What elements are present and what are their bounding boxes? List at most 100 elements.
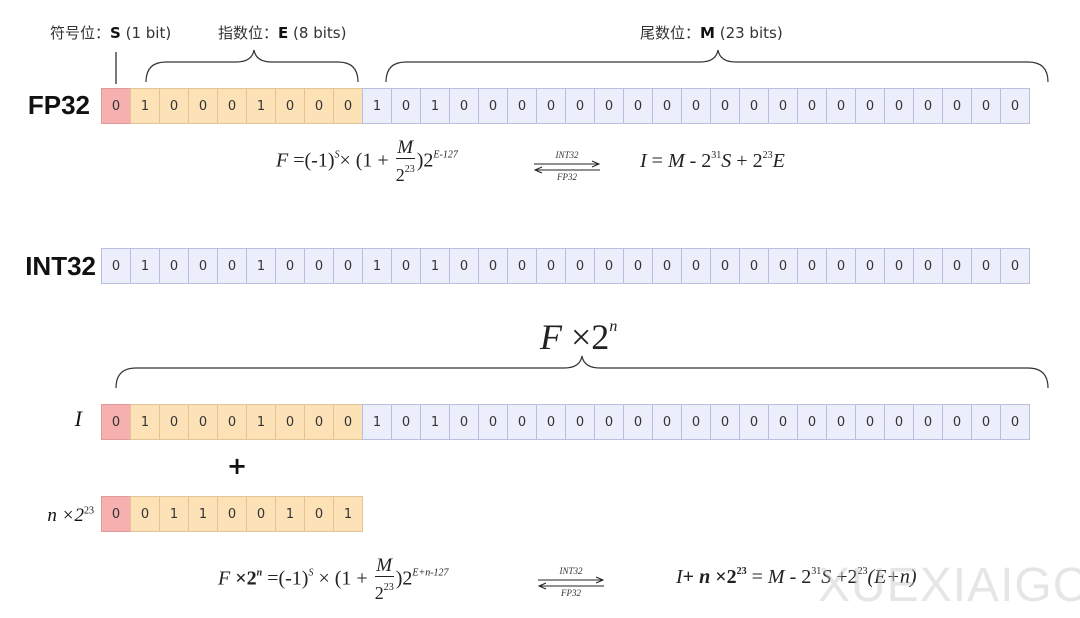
n-bit-0: 0 bbox=[101, 496, 131, 532]
i2-lhs: I bbox=[676, 566, 683, 588]
exponent-field-label: 指数位：E (8 bits) bbox=[218, 22, 346, 43]
i-bit-11: 1 bbox=[420, 404, 450, 440]
i1-sup31: 31 bbox=[711, 150, 722, 161]
i-bit-15: 0 bbox=[536, 404, 566, 440]
int32-label: INT32 bbox=[25, 251, 96, 281]
f2-sup-n: n bbox=[256, 567, 263, 579]
f1-eq: =(-1) bbox=[288, 149, 335, 172]
int32-bit-5: 1 bbox=[246, 248, 276, 284]
n-bit-8: 1 bbox=[333, 496, 363, 532]
n-bit-1: 0 bbox=[130, 496, 160, 532]
fp32-bit-4: 0 bbox=[217, 88, 247, 124]
fp32-bit-16: 0 bbox=[565, 88, 595, 124]
n-bit-2: 1 bbox=[159, 496, 189, 532]
i-bit-29: 0 bbox=[942, 404, 972, 440]
i1-eq: = bbox=[646, 150, 668, 172]
f1-times: × bbox=[339, 149, 351, 172]
int32-bit-26: 0 bbox=[855, 248, 885, 284]
arrow1-bottom-label: FP32 bbox=[557, 172, 577, 182]
i2-m: M bbox=[767, 566, 785, 588]
i-bit-14: 0 bbox=[507, 404, 537, 440]
fp32-bit-15: 0 bbox=[536, 88, 566, 124]
exponent-symbol: E bbox=[278, 24, 289, 42]
int32-bit-31: 0 bbox=[1000, 248, 1030, 284]
fp32-bit-18: 0 bbox=[623, 88, 653, 124]
double-arrow-icon bbox=[537, 576, 605, 590]
sign-prefix: 符号位： bbox=[50, 24, 111, 42]
big-f: F bbox=[540, 317, 562, 357]
i2-minus: - 2 bbox=[784, 566, 812, 588]
sign-suffix: (1 bit) bbox=[120, 24, 172, 42]
f2-frac-num: M bbox=[376, 555, 393, 576]
i-bit-8: 0 bbox=[333, 404, 363, 440]
int32-bit-27: 0 bbox=[884, 248, 914, 284]
fp32-bit-29: 0 bbox=[942, 88, 972, 124]
i-bit-23: 0 bbox=[768, 404, 798, 440]
mantissa-field-label: 尾数位：M (23 bits) bbox=[640, 22, 783, 43]
int32-bit-14: 0 bbox=[507, 248, 537, 284]
big-formula: F ×2n bbox=[540, 316, 617, 358]
i-bit-5: 1 bbox=[246, 404, 276, 440]
i-bit-25: 0 bbox=[826, 404, 856, 440]
int32-bit-17: 0 bbox=[594, 248, 624, 284]
fp32-bit-0: 0 bbox=[101, 88, 131, 124]
fp32-bit-8: 0 bbox=[333, 88, 363, 124]
int32-bit-24: 0 bbox=[797, 248, 827, 284]
double-arrow-icon bbox=[533, 160, 601, 174]
f2-paren: (1 + bbox=[334, 567, 373, 590]
int32-bit-3: 0 bbox=[188, 248, 218, 284]
int32-bit-12: 0 bbox=[449, 248, 479, 284]
int32-bit-22: 0 bbox=[739, 248, 769, 284]
mantissa-prefix: 尾数位： bbox=[640, 24, 701, 42]
exponent-brace bbox=[145, 49, 359, 83]
i2-sup23a: 23 bbox=[736, 566, 747, 577]
i-bit-21: 0 bbox=[710, 404, 740, 440]
i-bit-22: 0 bbox=[739, 404, 769, 440]
fp32-bit-5: 1 bbox=[246, 88, 276, 124]
arrow2-top-label: INT32 bbox=[559, 566, 583, 576]
i1-m: M bbox=[667, 150, 685, 172]
int32-bit-21: 0 bbox=[710, 248, 740, 284]
i1-s: S bbox=[721, 150, 732, 172]
int32-bit-10: 0 bbox=[391, 248, 421, 284]
i2-eq: = bbox=[746, 566, 768, 588]
sign-field-label: 符号位：S (1 bit) bbox=[50, 22, 171, 43]
i-bit-1: 1 bbox=[130, 404, 160, 440]
fp32-bit-23: 0 bbox=[768, 88, 798, 124]
i2-times: ×2 bbox=[710, 566, 737, 588]
i-bit-4: 0 bbox=[217, 404, 247, 440]
fp32-bit-26: 0 bbox=[855, 88, 885, 124]
i-bit-26: 0 bbox=[855, 404, 885, 440]
f1-frac-den-sup: 23 bbox=[404, 164, 415, 175]
i-bit-27: 0 bbox=[884, 404, 914, 440]
i2-plus2: +2 bbox=[831, 566, 858, 588]
int32-bit-20: 0 bbox=[681, 248, 711, 284]
i-bit-0: 0 bbox=[101, 404, 131, 440]
int32-bit-13: 0 bbox=[478, 248, 508, 284]
i1-plus: + 2 bbox=[731, 150, 763, 172]
fp32-bit-21: 0 bbox=[710, 88, 740, 124]
i-bit-16: 0 bbox=[565, 404, 595, 440]
f1-close: )2 bbox=[416, 149, 434, 172]
fp32-bit-31: 0 bbox=[1000, 88, 1030, 124]
fp32-bit-19: 0 bbox=[652, 88, 682, 124]
int32-bit-16: 0 bbox=[565, 248, 595, 284]
int32-bit-1: 1 bbox=[130, 248, 160, 284]
i2-sup31: 31 bbox=[811, 566, 822, 577]
sign-pointer-line bbox=[115, 52, 117, 84]
int32-bit-28: 0 bbox=[913, 248, 943, 284]
int32-bit-9: 1 bbox=[362, 248, 392, 284]
i2-plus: + bbox=[682, 566, 700, 588]
fp32-bit-2: 0 bbox=[159, 88, 189, 124]
f2-times2: × bbox=[313, 567, 335, 590]
int32-bit-2: 0 bbox=[159, 248, 189, 284]
f1-frac-num: M bbox=[397, 137, 414, 158]
n-bit-6: 1 bbox=[275, 496, 305, 532]
i1-lhs: I bbox=[640, 150, 647, 172]
i-bit-9: 1 bbox=[362, 404, 392, 440]
fp32-bit-27: 0 bbox=[884, 88, 914, 124]
int32-bit-8: 0 bbox=[333, 248, 363, 284]
